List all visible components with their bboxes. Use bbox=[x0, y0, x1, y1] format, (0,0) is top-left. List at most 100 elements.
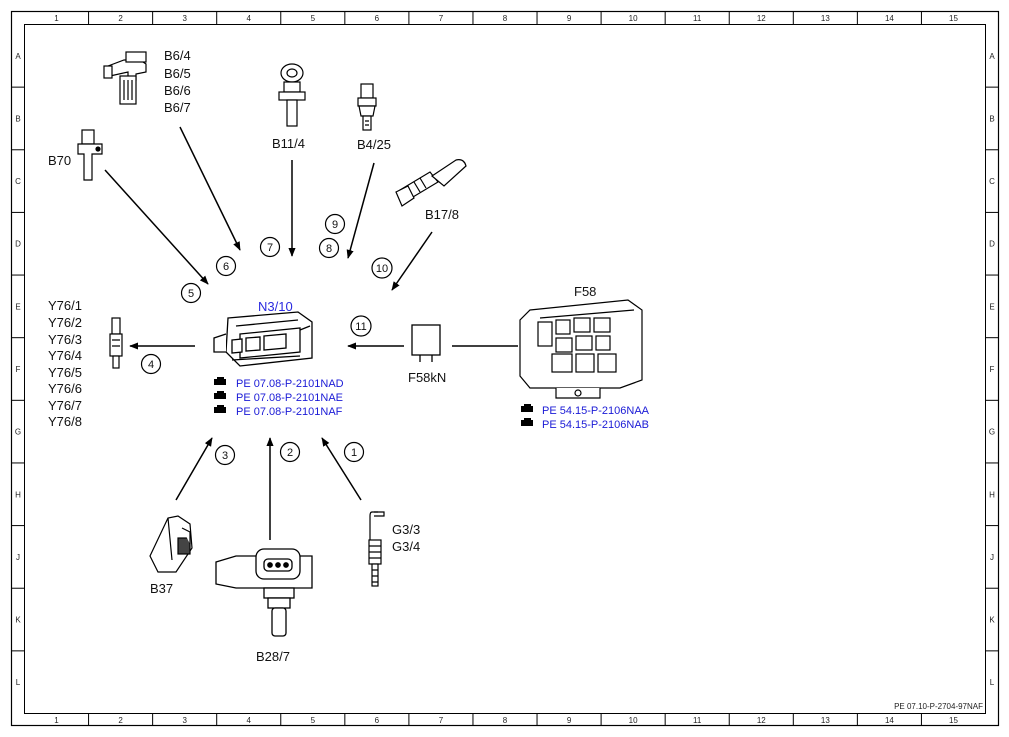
grid-col-bottom-14: 14 bbox=[885, 716, 894, 725]
svg-text:5: 5 bbox=[188, 288, 194, 300]
grid-col-top-15: 15 bbox=[949, 14, 958, 23]
drawing-frame bbox=[10, 10, 1000, 727]
label-b17-8: B17/8 bbox=[425, 207, 459, 222]
ecu-ref-2[interactable]: PE 07.08-P-2101NAE bbox=[236, 392, 343, 404]
crankshaft-sensor-icon bbox=[77, 129, 103, 181]
label-y76-8: Y76/8 bbox=[48, 414, 82, 429]
label-b11-4: B11/4 bbox=[272, 136, 305, 151]
grid-row-right-F: F bbox=[990, 365, 995, 374]
svg-text:6: 6 bbox=[223, 261, 229, 273]
ecu-ref-3[interactable]: PE 07.08-P-2101NAF bbox=[236, 406, 343, 418]
label-b4-25: B4/25 bbox=[357, 137, 391, 152]
grid-col-top-8: 8 bbox=[503, 14, 508, 23]
grid-col-bottom-8: 8 bbox=[503, 716, 508, 725]
grid-row-right-L: L bbox=[990, 678, 995, 687]
grid-col-top-13: 13 bbox=[821, 14, 830, 23]
arrow-b6 bbox=[179, 126, 241, 251]
injector-icon bbox=[109, 317, 123, 369]
grid-col-bottom-12: 12 bbox=[757, 716, 766, 725]
document-code: PE 07.10-P-2704-97NAF bbox=[894, 702, 983, 711]
grid-col-top-14: 14 bbox=[885, 14, 894, 23]
grid-col-top-6: 6 bbox=[375, 14, 380, 23]
label-g3-4: G3/4 bbox=[392, 539, 420, 554]
marker-6: 6 bbox=[215, 255, 237, 277]
marker-7: 7 bbox=[259, 236, 281, 258]
arrow-b37 bbox=[175, 437, 213, 501]
grid-row-left-H: H bbox=[15, 490, 21, 499]
svg-text:9: 9 bbox=[332, 219, 338, 231]
label-y76-1: Y76/1 bbox=[48, 298, 82, 313]
grid-row-right-D: D bbox=[989, 240, 995, 249]
grid-col-bottom-3: 3 bbox=[182, 716, 187, 725]
grid-col-top-3: 3 bbox=[182, 14, 187, 23]
svg-text:4: 4 bbox=[148, 359, 154, 371]
ecu-references[interactable]: PE 07.08-P-2101NAD PE 07.08-P-2101NAE PE… bbox=[214, 377, 344, 418]
marker-10: 10 bbox=[371, 257, 393, 279]
book-icon bbox=[521, 404, 533, 426]
grid-row-right-G: G bbox=[989, 428, 995, 437]
arrow-g3 bbox=[321, 437, 362, 501]
f58-ref-1[interactable]: PE 54.15-P-2106NAA bbox=[542, 405, 650, 417]
grid-col-bottom-11: 11 bbox=[693, 716, 702, 725]
grid-col-bottom-6: 6 bbox=[375, 716, 380, 725]
grid-row-right-B: B bbox=[989, 114, 994, 123]
f58-references[interactable]: PE 54.15-P-2106NAA PE 54.15-P-2106NAB bbox=[521, 404, 650, 431]
pedal-sensor-icon bbox=[149, 515, 193, 573]
marker-8: 8 bbox=[318, 237, 340, 259]
grid-col-top-2: 2 bbox=[118, 14, 123, 23]
grid-col-bottom-15: 15 bbox=[949, 716, 958, 725]
svg-text:7: 7 bbox=[267, 242, 273, 254]
svg-text:2: 2 bbox=[287, 447, 293, 459]
temperature-sensor-icon bbox=[395, 159, 467, 207]
svg-text:10: 10 bbox=[376, 263, 388, 275]
grid-col-bottom-9: 9 bbox=[567, 716, 572, 725]
svg-text:1: 1 bbox=[351, 447, 357, 459]
label-f58: F58 bbox=[574, 284, 596, 299]
ecu-n3-10-icon bbox=[213, 311, 313, 367]
marker-11: 11 bbox=[350, 315, 372, 337]
grid-col-bottom-13: 13 bbox=[821, 716, 830, 725]
svg-text:11: 11 bbox=[355, 321, 366, 333]
ecu-label: N3/10 bbox=[258, 299, 293, 314]
grid-col-bottom-4: 4 bbox=[247, 716, 252, 725]
label-y76-5: Y76/5 bbox=[48, 365, 82, 380]
grid-row-left-E: E bbox=[15, 302, 20, 311]
svg-text:3: 3 bbox=[222, 450, 228, 462]
grid-row-left-C: C bbox=[15, 177, 21, 186]
label-b6-6: B6/6 bbox=[164, 83, 191, 98]
camshaft-sensor-icon bbox=[103, 51, 147, 105]
grid-col-top-10: 10 bbox=[629, 14, 638, 23]
grid-row-right-A: A bbox=[989, 52, 995, 61]
f58-ref-2[interactable]: PE 54.15-P-2106NAB bbox=[542, 419, 649, 431]
grid-row-right-E: E bbox=[989, 302, 994, 311]
grid-row-left-D: D bbox=[15, 240, 21, 249]
marker-4: 4 bbox=[140, 353, 162, 375]
grid-col-bottom-2: 2 bbox=[118, 716, 123, 725]
label-b6-4: B6/4 bbox=[164, 48, 191, 63]
grid-col-bottom-1: 1 bbox=[54, 716, 59, 725]
arrow-b4 bbox=[346, 162, 375, 259]
grid-row-left-A: A bbox=[15, 52, 21, 61]
coolant-temp-sensor-icon bbox=[278, 63, 306, 127]
grid-col-top-5: 5 bbox=[311, 14, 316, 23]
grid-row-right-C: C bbox=[989, 177, 995, 186]
relay-icon bbox=[411, 324, 441, 362]
grid-col-top-11: 11 bbox=[693, 14, 702, 23]
marker-2: 2 bbox=[279, 441, 301, 463]
grid-row-right-J: J bbox=[990, 553, 994, 562]
fuse-box-icon bbox=[519, 299, 643, 399]
grid-col-top-12: 12 bbox=[757, 14, 766, 23]
oxygen-sensor-icon bbox=[368, 511, 385, 587]
label-y76-4: Y76/4 bbox=[48, 348, 82, 363]
label-y76-2: Y76/2 bbox=[48, 315, 82, 330]
label-b70: B70 bbox=[48, 153, 71, 168]
grid-row-left-G: G bbox=[15, 428, 21, 437]
label-y76-7: Y76/7 bbox=[48, 398, 82, 413]
marker-5: 5 bbox=[180, 282, 202, 304]
grid-row-left-F: F bbox=[16, 365, 21, 374]
signal-markers: 1 2 3 4 5 6 7 8 9 10 11 bbox=[140, 213, 393, 466]
grid-row-left-L: L bbox=[16, 678, 21, 687]
label-b37: B37 bbox=[150, 581, 173, 596]
ecu-ref-1[interactable]: PE 07.08-P-2101NAD bbox=[236, 378, 344, 390]
